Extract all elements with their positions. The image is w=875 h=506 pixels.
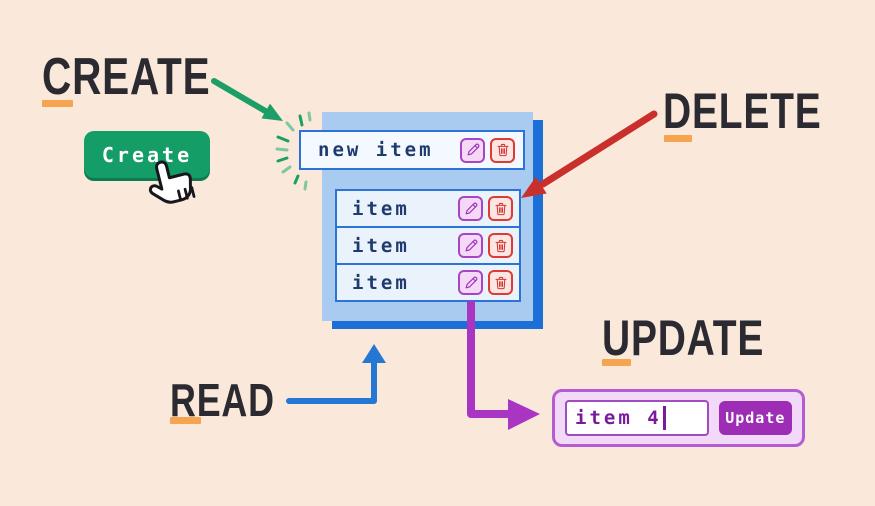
create-button[interactable]: Create bbox=[84, 131, 210, 178]
blue-read-arrow bbox=[286, 344, 386, 404]
delete-item-button[interactable] bbox=[488, 233, 513, 258]
green-create-arrow bbox=[211, 78, 283, 121]
edit-item-button[interactable] bbox=[460, 137, 485, 163]
edit-item-button[interactable] bbox=[458, 196, 483, 221]
list-item-row: item bbox=[335, 226, 521, 265]
trash-icon bbox=[493, 275, 509, 291]
edit-item-button[interactable] bbox=[458, 233, 483, 258]
read-heading: READ bbox=[170, 374, 275, 426]
trash-icon bbox=[493, 201, 509, 217]
list-item-row: item bbox=[335, 189, 521, 228]
delete-item-button[interactable] bbox=[490, 137, 515, 163]
update-input[interactable]: item 4 bbox=[565, 400, 709, 436]
delete-heading: DELETE bbox=[663, 83, 822, 139]
new-item-label: new item bbox=[318, 139, 434, 161]
new-item-row: new item bbox=[299, 130, 525, 170]
delete-item-button[interactable] bbox=[488, 270, 513, 295]
pencil-icon bbox=[465, 142, 481, 158]
read-heading-underline bbox=[170, 417, 201, 424]
update-heading: UPDATE bbox=[602, 310, 765, 366]
update-widget: item 4 Update bbox=[552, 389, 805, 447]
trash-icon bbox=[495, 142, 511, 158]
create-heading-underline bbox=[42, 100, 73, 107]
delete-heading-underline bbox=[664, 135, 692, 142]
update-heading-underline bbox=[602, 359, 631, 366]
item-label: item bbox=[352, 271, 410, 294]
pencil-icon bbox=[463, 275, 479, 291]
create-heading: CREATE bbox=[42, 48, 211, 106]
pencil-icon bbox=[463, 201, 479, 217]
item-label: item bbox=[352, 197, 410, 220]
item-list: item bbox=[335, 189, 521, 302]
update-button[interactable]: Update bbox=[718, 401, 792, 435]
delete-item-button[interactable] bbox=[488, 196, 513, 221]
red-delete-arrow bbox=[521, 110, 658, 198]
pencil-icon bbox=[463, 238, 479, 254]
text-caret bbox=[662, 406, 666, 430]
list-item-row: item bbox=[335, 263, 521, 302]
update-input-value: item 4 bbox=[575, 407, 662, 429]
item-label: item bbox=[352, 234, 410, 257]
edit-item-button[interactable] bbox=[458, 270, 483, 295]
trash-icon bbox=[493, 238, 509, 254]
